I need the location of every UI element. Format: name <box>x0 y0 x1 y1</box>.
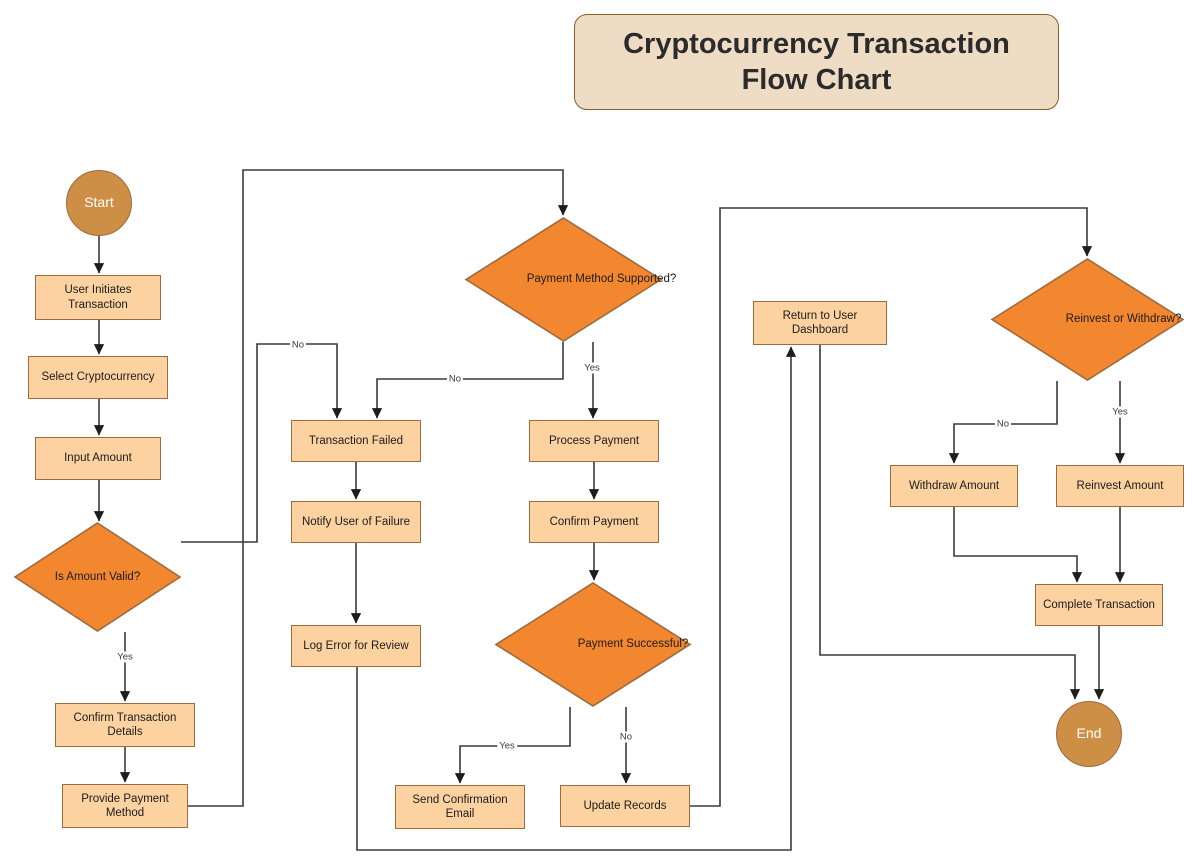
node-notify-user-of-failure[interactable]: Notify User of Failure <box>291 501 421 543</box>
node-label: Confirm Payment <box>549 515 639 528</box>
edge-label-no-payment-failed: No <box>617 731 635 743</box>
chart-title-line-1: Cryptocurrency Transaction <box>623 27 1010 60</box>
diamond-shape <box>13 522 182 632</box>
node-payment-successful[interactable]: Payment Successful? <box>494 582 692 707</box>
node-label: Notify User of Failure <box>301 515 410 528</box>
node-label: Complete Transaction <box>1043 598 1155 611</box>
node-label: User Initiates Transaction <box>64 284 132 311</box>
node-label: Payment Method Supported? <box>526 273 677 286</box>
node-label: Update Records <box>583 799 667 812</box>
edge-label-no-amount-invalid: No <box>289 339 307 351</box>
diamond-shape <box>990 258 1185 381</box>
node-label: Return to User Dashboard <box>782 309 858 336</box>
edge-label-no-method-unsupported: No <box>446 373 464 385</box>
edge-label-yes-reinvest: Yes <box>1110 406 1130 418</box>
node-label: Reinvest Amount <box>1076 479 1164 492</box>
node-withdraw-amount[interactable]: Withdraw Amount <box>890 465 1018 507</box>
node-user-initiates-transaction[interactable]: User Initiates Transaction <box>35 275 161 320</box>
node-label: Provide Payment Method <box>81 792 169 819</box>
node-confirm-payment[interactable]: Confirm Payment <box>529 501 659 543</box>
node-reinvest-amount[interactable]: Reinvest Amount <box>1056 465 1184 507</box>
node-label: Process Payment <box>548 434 640 447</box>
node-label: Transaction Failed <box>308 434 404 447</box>
node-label: Log Error for Review <box>303 639 409 652</box>
node-confirm-transaction-details[interactable]: Confirm Transaction Details <box>55 703 195 747</box>
node-end-label: End <box>1076 725 1102 742</box>
chart-title-line-2: Flow Chart <box>741 64 892 96</box>
edge-label-no-withdraw: No <box>994 418 1012 430</box>
edge-label-yes-method-supported: Yes <box>582 362 602 374</box>
node-label: Withdraw Amount <box>908 479 1000 492</box>
node-label: Confirm Transaction Details <box>73 711 177 738</box>
node-log-error-for-review[interactable]: Log Error for Review <box>291 625 421 667</box>
node-select-cryptocurrency[interactable]: Select Cryptocurrency <box>28 356 168 399</box>
node-label: Select Cryptocurrency <box>41 371 155 384</box>
node-send-confirmation-email[interactable]: Send Confirmation Email <box>395 785 525 829</box>
node-end[interactable]: End <box>1056 701 1122 767</box>
node-provide-payment-method[interactable]: Provide Payment Method <box>62 784 188 828</box>
node-label: Input Amount <box>64 452 132 465</box>
edge-label-yes-amount-valid: Yes <box>115 651 135 663</box>
edge-label-yes-payment-successful: Yes <box>497 740 517 752</box>
diamond-shape <box>464 217 663 342</box>
node-label: Reinvest or Withdraw? <box>1065 313 1182 326</box>
node-label: Send Confirmation Email <box>412 793 508 820</box>
node-payment-method-supported[interactable]: Payment Method Supported? <box>464 217 676 342</box>
diamond-shape <box>494 582 692 707</box>
node-reinvest-or-withdraw[interactable]: Reinvest or Withdraw? <box>990 258 1185 381</box>
node-label: Payment Successful? <box>577 638 689 651</box>
node-transaction-failed[interactable]: Transaction Failed <box>291 420 421 462</box>
node-input-amount[interactable]: Input Amount <box>35 437 161 480</box>
node-label: Is Amount Valid? <box>54 570 141 583</box>
node-start[interactable]: Start <box>66 170 132 236</box>
node-start-label: Start <box>84 194 114 211</box>
node-is-amount-valid[interactable]: Is Amount Valid? <box>13 522 182 632</box>
chart-title: Cryptocurrency Transaction Flow Chart <box>574 14 1059 110</box>
node-complete-transaction[interactable]: Complete Transaction <box>1035 584 1163 626</box>
node-return-to-user-dashboard[interactable]: Return to User Dashboard <box>753 301 887 345</box>
node-process-payment[interactable]: Process Payment <box>529 420 659 462</box>
node-update-records[interactable]: Update Records <box>560 785 690 827</box>
